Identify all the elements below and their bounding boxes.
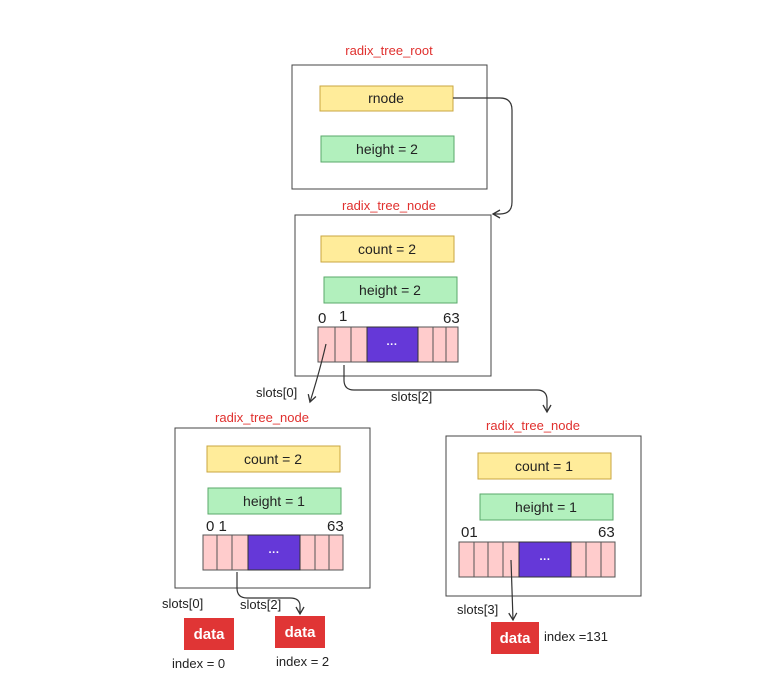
root-height-field — [320, 135, 455, 163]
right-count-field — [477, 452, 612, 480]
data-index-0-label: index = 0 — [172, 656, 225, 671]
left-height-field — [207, 487, 342, 515]
root-title: radix_tree_root — [345, 43, 433, 58]
data-block-index-0-label: data — [194, 626, 226, 643]
data-index-131-label: index =131 — [544, 629, 608, 644]
left-index-63: 63 — [327, 518, 344, 535]
left-slots0-label: slots[0] — [162, 596, 203, 611]
top-height-label: height = 2 — [359, 282, 421, 298]
top-height-field — [323, 276, 458, 304]
left-slots2-arrow — [236, 572, 305, 616]
right-slots3-arrow — [508, 559, 518, 622]
top-slot-dots: ··· — [387, 339, 398, 351]
data-block-index-0 — [184, 618, 234, 650]
data-block-index-131-label: data — [500, 630, 532, 647]
data-block-index-131 — [491, 622, 539, 654]
top-count-field — [320, 235, 455, 263]
right-slot-dots: ··· — [540, 554, 551, 566]
right-count-label: count = 1 — [515, 458, 573, 474]
data-block-index-2-label: data — [285, 624, 317, 641]
root-height-label: height = 2 — [356, 141, 418, 157]
top-slot-ellipsis — [366, 326, 419, 363]
root-box — [291, 64, 488, 190]
right-index-63: 63 — [598, 524, 615, 541]
top-slots0-arrow — [307, 343, 327, 404]
left-count-field — [206, 445, 341, 473]
top-node-title: radix_tree_node — [342, 198, 436, 213]
right-height-field — [479, 493, 614, 521]
top-slot-array — [317, 326, 459, 363]
left-slot-dots: ··· — [269, 547, 280, 559]
data-index-2-label: index = 2 — [276, 654, 329, 669]
right-node-title: radix_tree_node — [486, 418, 580, 433]
top-slots2-label: slots[2] — [391, 389, 432, 404]
top-index-0: 0 — [318, 310, 326, 327]
left-slot-array — [202, 534, 344, 571]
data-block-index-2 — [275, 616, 325, 648]
right-height-label: height = 1 — [515, 499, 577, 515]
left-height-label: height = 1 — [243, 493, 305, 509]
root-rnode-field — [319, 85, 454, 112]
top-index-63: 63 — [443, 310, 460, 327]
top-index-1: 1 — [339, 308, 347, 325]
right-slots3-label: slots[3] — [457, 602, 498, 617]
right-index-01: 01 — [461, 524, 478, 541]
rnode-pointer-arrow — [453, 97, 513, 219]
left-index-01: 0 1 — [206, 518, 227, 535]
left-slots2-label: slots[2] — [240, 597, 281, 612]
right-slot-ellipsis — [518, 541, 572, 578]
left-node-title: radix_tree_node — [215, 410, 309, 425]
top-slots2-arrow — [343, 365, 552, 414]
left-slot-ellipsis — [247, 534, 301, 571]
left-count-label: count = 2 — [244, 451, 302, 467]
right-slot-array — [458, 541, 616, 578]
root-rnode-label: rnode — [368, 90, 404, 106]
top-count-label: count = 2 — [358, 241, 416, 257]
top-slots0-label: slots[0] — [256, 385, 297, 400]
